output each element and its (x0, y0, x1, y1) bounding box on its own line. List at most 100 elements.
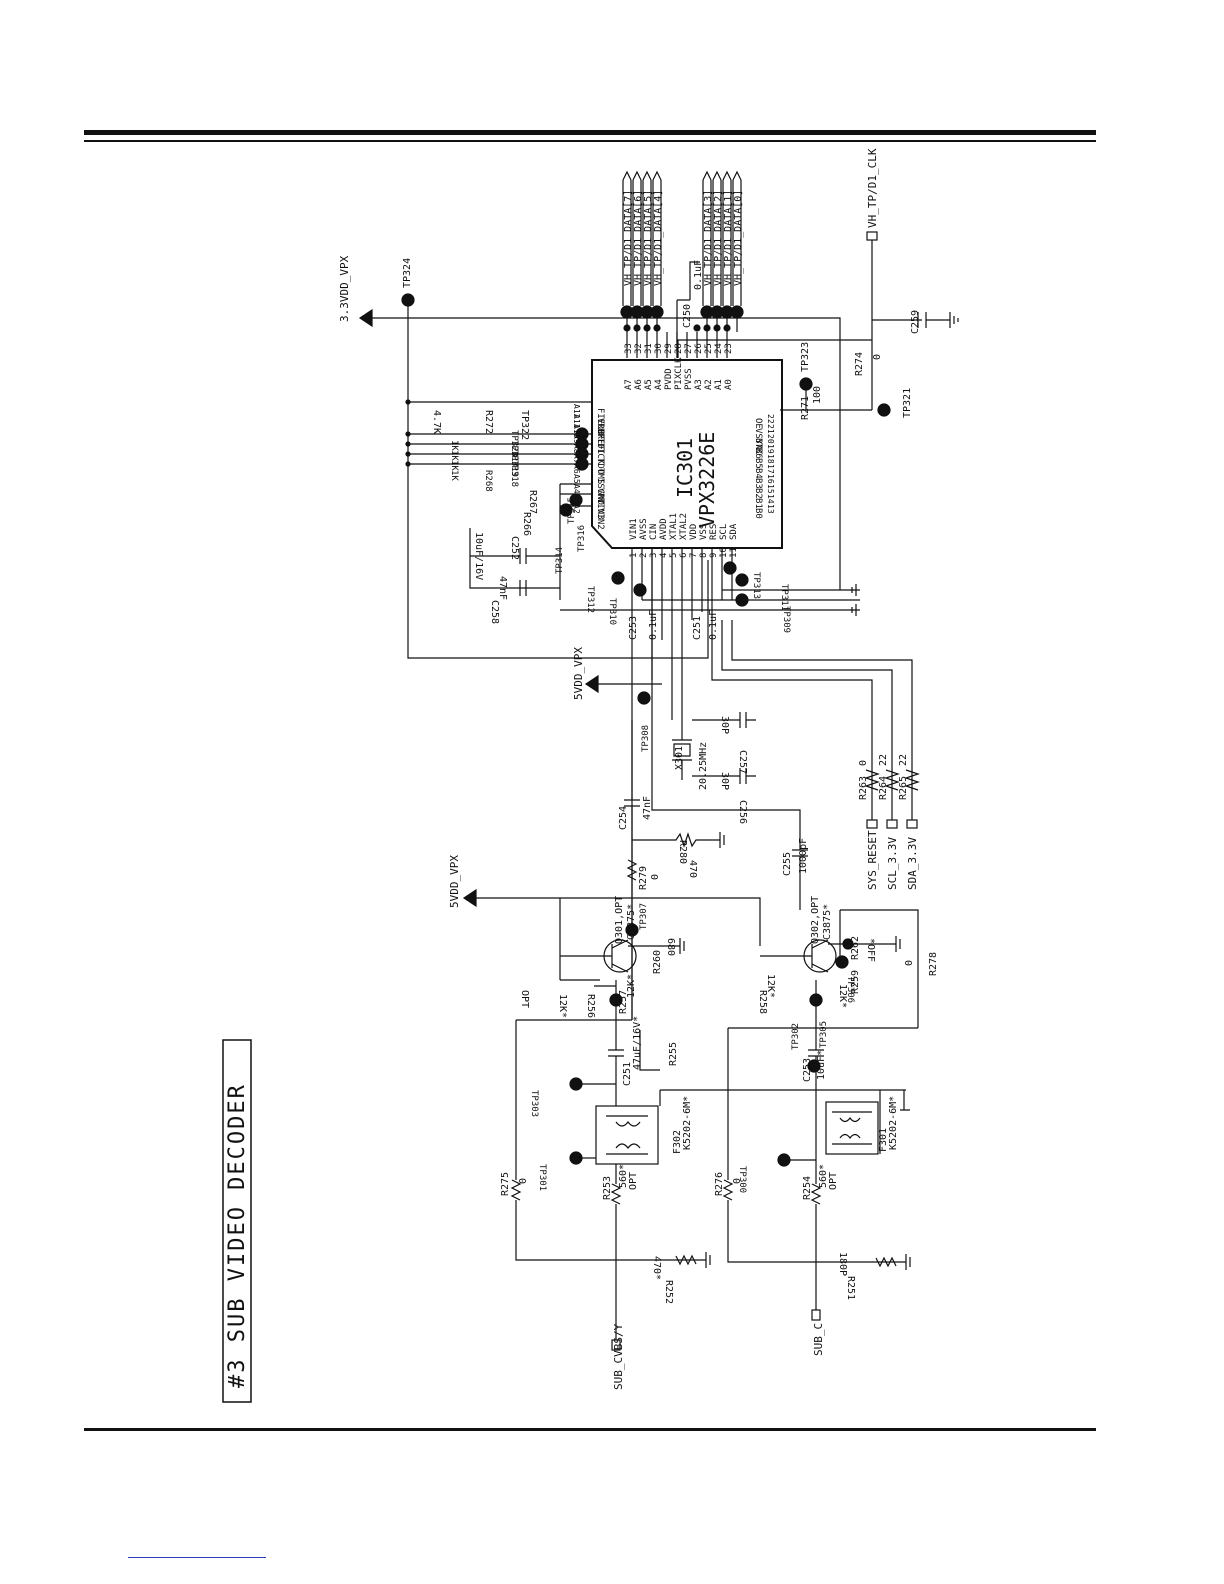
ic-pin-name: A0 (724, 379, 734, 390)
title-block: #3 SUB VIDEO DECODER (222, 1039, 252, 1403)
ic-pin-name: XTAL1 (669, 513, 679, 540)
svg-text:TP315: TP315 (567, 497, 577, 524)
ic-pin-name: B0 (753, 508, 763, 519)
svg-text:TP300: TP300 (737, 1166, 747, 1193)
svg-text:22: 22 (898, 754, 909, 766)
svg-text:K5202-6M*: K5202-6M* (682, 1096, 693, 1150)
bus-signal-label: VH_TP/D1_DATA[2] (713, 190, 724, 286)
ic-pin-number: 5 (669, 553, 679, 558)
c260-capacitor: C250 0.1uF (676, 260, 704, 358)
svg-text:OPT: OPT (628, 1172, 639, 1190)
svg-text:TP307: TP307 (639, 903, 649, 930)
svg-text:12K*: 12K* (837, 984, 848, 1008)
svg-text:SDA_3.3V: SDA_3.3V (906, 837, 919, 890)
svg-text:TP305: TP305 (819, 1021, 829, 1048)
ic-pin-name: B4 (753, 468, 763, 479)
svg-text:TP312: TP312 (585, 586, 595, 613)
ic-pin-number: 30 (654, 343, 664, 354)
ic-ref: IC301 (673, 438, 697, 498)
svg-text:0: 0 (872, 354, 883, 360)
ic-pin-name: B5 (753, 458, 763, 469)
ic-pin-number: 7 (689, 553, 699, 558)
ic-pin-name: A1 (714, 379, 724, 390)
svg-text:0: 0 (732, 1178, 743, 1184)
ic-pin-name: VIN1 (629, 518, 639, 540)
bus-signal-label: VH_TP/D1_DATA[3] (703, 190, 714, 286)
crystal-x301: X301 20.25MHz C257 30P C256 30P (672, 690, 756, 824)
svg-text:30P: 30P (719, 716, 730, 734)
svg-text:C3875*: C3875* (626, 904, 637, 940)
ic-pin-number: 3 (649, 553, 659, 558)
filter-f302: F302 K5202-6M* TP301 (537, 1084, 906, 1191)
svg-text:TP310: TP310 (607, 598, 617, 625)
svg-text:C3875*: C3875* (822, 904, 833, 940)
svg-text:SUB_C: SUB_C (812, 1323, 825, 1356)
svg-text:0.1uF: 0.1uF (708, 610, 719, 640)
bus-signal-label: VH_TP/D1_DATA[5] (643, 190, 654, 286)
ic-pin-name: A2 (704, 379, 714, 390)
ic-pin-name: TDI (595, 438, 605, 454)
ic-pin-number: A5 (572, 474, 581, 484)
ic-pin-number: A8 (572, 444, 581, 454)
svg-text:TP313: TP313 (751, 572, 761, 599)
ic-pin-name: SDA (729, 523, 739, 540)
svg-text:C250: C250 (682, 304, 693, 328)
svg-text:0: 0 (518, 1178, 529, 1184)
svg-text:F301: F301 (878, 1128, 889, 1152)
ic-pin-number: 11 (729, 547, 739, 558)
ic-pin-number: 23 (724, 343, 734, 354)
ic-pin-name: SCL (719, 524, 729, 540)
svg-text:F302: F302 (672, 1130, 683, 1154)
ic-pin-number: 15 (766, 484, 775, 494)
svg-text:K5202-6M*: K5202-6M* (888, 1096, 899, 1150)
header-rule-thin (84, 140, 1096, 142)
ic-pin-number: A4 (572, 484, 581, 494)
svg-text:R260: R260 (652, 950, 663, 974)
svg-text:R255: R255 (668, 1042, 679, 1066)
ic-pin-number: 2 (639, 553, 649, 558)
ic-pins-left: 1VIN12AVSS3CIN4AVDD5XTAL16XTAL27VDD8VSS9… (629, 513, 739, 558)
svg-text:100: 100 (812, 386, 823, 404)
svg-text:22: 22 (878, 754, 889, 766)
ic-pin-name: VREF (595, 418, 605, 440)
svg-text:0: 0 (650, 874, 661, 880)
ic-pin-number: 32 (634, 343, 644, 354)
svg-text:C258: C258 (489, 600, 500, 624)
svg-text:R276: R276 (714, 1172, 725, 1196)
svg-text:C251: C251 (622, 1062, 633, 1086)
footer-link-underline[interactable] (128, 1557, 266, 1558)
svg-text:C255: C255 (782, 852, 793, 876)
bus-signal-label: VH_TP/D1_DATA[1] (723, 190, 734, 286)
input-coupling-caps: C251 47uF/16V* R255 TP303 TP302 TP305 C2… (529, 1006, 829, 1117)
rail-5v-a: 5VDD_VPX TP308 (572, 647, 662, 752)
ic-part: VPX3226E (695, 432, 719, 528)
svg-text:TP318: TP318 (509, 460, 519, 487)
ic-pin-name: XTAL2 (679, 513, 689, 540)
svg-text:C253: C253 (802, 1058, 813, 1082)
svg-text:C254: C254 (618, 806, 629, 830)
ic-pin-number: 13 (766, 504, 775, 514)
svg-text:47nF: 47nF (642, 796, 653, 820)
ic-left-wiring: TP312 TP310 TP313 TP311 TP309 C253 0.1uF… (560, 548, 860, 1020)
svg-text:47nF: 47nF (497, 576, 508, 600)
svg-text:C253: C253 (628, 616, 639, 640)
transistor-q302: Q302,OPT C3875* R262 *OFF R259 12K* TP30… (728, 896, 939, 1029)
bus-signal-label: VH_TP/D1_DATA[7] (623, 190, 634, 286)
svg-text:TP302: TP302 (791, 1023, 801, 1050)
ic-pin-name: A7 (624, 379, 634, 390)
svg-text:R275: R275 (500, 1172, 511, 1196)
svg-text:560*: 560* (818, 1164, 829, 1188)
cvbs-coupling: C254 47nF R280 470 R279 0 (618, 720, 725, 1020)
svg-text:TP316: TP316 (577, 525, 587, 552)
ic-pin-number: 4 (659, 553, 669, 558)
ic-pin-number: A11 (572, 414, 581, 429)
ic-pin-name: ISGND (595, 478, 605, 505)
svg-text:TP317: TP317 (509, 440, 519, 467)
ic-pin-number: 19 (766, 444, 775, 454)
ic-pin-name: TCK (595, 448, 605, 465)
svg-text:R257: R257 (618, 990, 629, 1014)
ic-pin-name: A4 (654, 379, 664, 390)
svg-text:470*: 470* (651, 1256, 662, 1280)
ic-pin-number: 1 (629, 553, 639, 558)
